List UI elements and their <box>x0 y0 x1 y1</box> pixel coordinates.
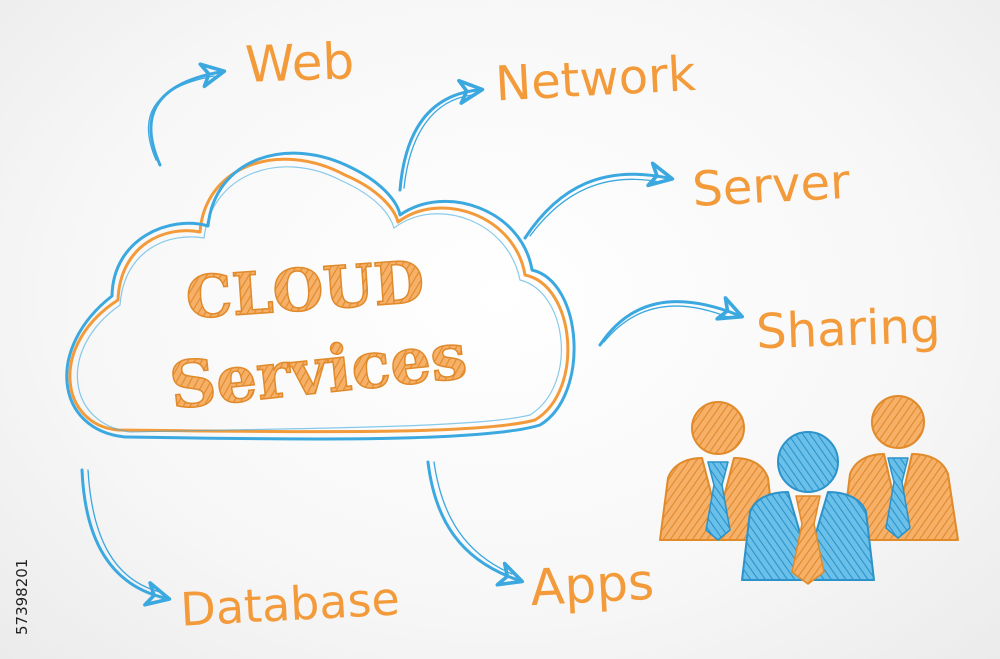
arrow-to-sharing <box>598 296 744 347</box>
node-label-sharing: Sharing <box>755 298 941 360</box>
arrow-to-network-sketch <box>403 94 473 189</box>
cloud-title-line1: CLOUD <box>184 248 427 332</box>
arrow-to-database <box>80 468 172 607</box>
arrow-to-server <box>523 161 675 240</box>
person-center <box>741 431 875 585</box>
node-label-server: Server <box>691 154 851 218</box>
arrow-to-web-sketch <box>147 75 215 161</box>
stock-id-label: 57398201 <box>13 559 31 635</box>
cloud-shape <box>65 151 576 441</box>
node-label-web: Web <box>244 32 355 94</box>
person-left <box>659 401 776 541</box>
cloud-outline-blue-sketch <box>76 166 562 433</box>
arrow-to-network <box>398 78 485 192</box>
cloud-title-line2: Services <box>166 319 470 425</box>
node-label-database: Database <box>179 571 401 636</box>
arrow-to-server-sketch <box>529 178 661 237</box>
arrow-to-database-sketch <box>87 469 161 593</box>
node-labels: Web Network Server Sharing Database Apps <box>179 32 941 637</box>
arrows <box>80 62 744 607</box>
person-right <box>841 395 959 541</box>
node-label-apps: Apps <box>529 553 656 617</box>
cloud-outline-orange <box>68 157 570 434</box>
arrow-to-apps-sketch <box>433 461 513 575</box>
stock-id-text: 57398201 <box>13 559 31 635</box>
cloud-outline-blue <box>65 151 576 441</box>
arrow-to-web <box>149 62 227 167</box>
node-label-network: Network <box>494 46 697 112</box>
arrow-to-sharing-sketch <box>603 305 731 343</box>
people-group-illustration <box>659 395 959 585</box>
arrow-to-apps <box>426 460 525 587</box>
